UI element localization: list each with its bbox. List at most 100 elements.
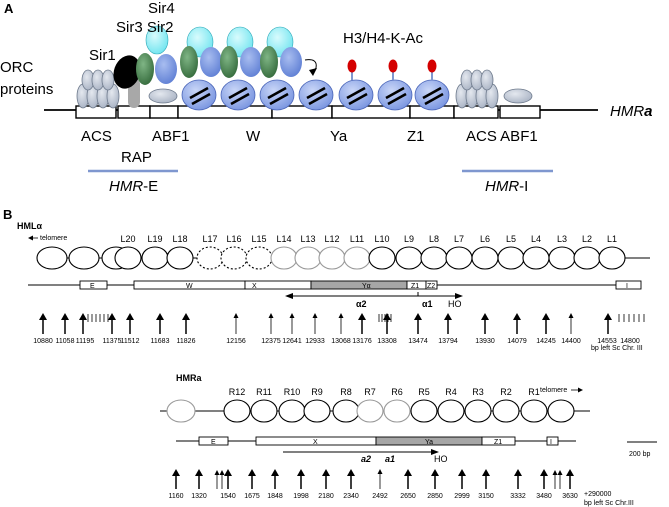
hml-seg-x: X	[252, 283, 257, 290]
hml-seg-ya: Yα	[362, 283, 371, 290]
hml-position-label: 11058	[56, 338, 75, 345]
hml-position-arrow	[268, 313, 274, 334]
hml-position-label: 12375	[261, 338, 281, 345]
hmr-position-label: 1160	[168, 493, 183, 500]
hml-nucleosome-label: L1	[607, 234, 617, 244]
hml-position-arrow	[39, 313, 47, 334]
hmr-nucleosome-label: R8	[340, 387, 352, 397]
hmr-nucleosome-r1	[520, 399, 548, 423]
abf1-protein-right	[503, 88, 533, 104]
hml-telomere-arrowhead	[28, 235, 33, 241]
hmr-nucleosome-label: R4	[445, 387, 457, 397]
hmr-nucleosome-r5	[410, 399, 438, 423]
hmr-seg-z1: Z1	[494, 439, 502, 446]
hmr-coord-note-2: bp left Sc Chr.III	[584, 500, 634, 507]
hmr-position-arrow	[552, 470, 558, 489]
hml-nucleosome-l10	[368, 246, 396, 270]
hmr-segment-boxes	[198, 436, 559, 446]
alpha1-label: α1	[422, 299, 433, 309]
hmr-position-label: 1540	[220, 493, 236, 500]
hmr-nucleosome-r11	[250, 399, 278, 423]
hmr-nucleosome	[166, 399, 196, 423]
hml-nucleosome-l15	[245, 246, 273, 270]
hmr-title: HMRa	[176, 373, 202, 383]
locus-label: HMRa	[610, 103, 653, 120]
hmr-position-arrow	[458, 469, 466, 489]
hmr-nucleosome-r12	[223, 399, 251, 423]
hml-position-arrow	[338, 313, 344, 334]
a2-label: a2	[361, 454, 371, 464]
hmr-telomere-label: telomere	[540, 387, 567, 394]
hml-nucleosome-label: L7	[454, 234, 464, 244]
hml-position-label: 13930	[475, 338, 495, 345]
hml-position-label: 10880	[33, 338, 53, 345]
hml-position-label: 11375	[103, 338, 122, 345]
panel-a-letter: A	[4, 1, 14, 16]
hml-position-label: 13474	[408, 338, 428, 345]
hmr-position-arrow	[431, 469, 439, 489]
hml-position-label: 13068	[331, 338, 351, 345]
hml-nucleosome-l18	[166, 246, 194, 270]
hmr-position-label: 1675	[244, 493, 260, 500]
segment-ya: Ya	[330, 128, 348, 145]
sir-complex-1	[136, 25, 177, 85]
hml-nucleosome	[36, 246, 68, 270]
hml-position-label: 11683	[151, 338, 170, 345]
hml-nucleosome-label: L4	[531, 234, 541, 244]
hmr-position-arrow	[557, 470, 563, 489]
hmr-position-arrow	[540, 469, 548, 489]
hml-nucleosome-label: L12	[324, 234, 339, 244]
hml-position-label: 13794	[438, 338, 458, 345]
orc-complex-left	[76, 69, 120, 109]
hmr-position-label: 2492	[372, 493, 388, 500]
hmr-position-arrow	[271, 469, 279, 489]
hml-seg-e: E	[90, 283, 95, 290]
hmr-nucleosome-label: R5	[418, 387, 430, 397]
orc-complex-right	[455, 69, 499, 109]
hmr-position-label: 1320	[191, 493, 207, 500]
hmr-position-label: 2850	[427, 493, 443, 500]
hmr-position-arrow	[347, 469, 355, 489]
hmr-position-arrow	[172, 469, 180, 489]
alpha1-arrowhead	[455, 293, 463, 299]
scale-bar-label: 200 bp	[629, 451, 651, 458]
hml-nucleosome-l14	[270, 246, 298, 270]
sir1-protein	[113, 55, 141, 89]
hmr-position-arrow	[219, 470, 225, 489]
segment-abf1-left: ABF1	[152, 128, 190, 145]
hml-nucleosome-l7	[445, 246, 473, 270]
spreading-arrowhead	[309, 68, 317, 76]
hml-nucleosome-l8	[420, 246, 448, 270]
hml-nucleosome-l17	[196, 246, 224, 270]
hml-title: HMLα	[17, 221, 42, 231]
hml-nucleosome-l6	[471, 246, 499, 270]
hml-nucleosome-l12	[318, 246, 346, 270]
hmr-nucleosome-label: R10	[284, 387, 301, 397]
hml-position-arrow	[79, 313, 87, 334]
hml-telomere-label: telomere	[40, 235, 67, 242]
hml-nucleosome-l19	[141, 246, 169, 270]
hmr-nucleosome-r9	[303, 399, 331, 423]
hml-nucleosome-label: L15	[251, 234, 266, 244]
hml-position-label: 14400	[561, 338, 581, 345]
hml-position-arrow	[108, 313, 116, 334]
abf1-protein-left	[148, 88, 178, 104]
hml-position-label: 14245	[536, 338, 556, 345]
hml-nucleosome-label: L3	[557, 234, 567, 244]
hmr-position-label: 2340	[343, 493, 359, 500]
hmr-position-arrow	[297, 469, 305, 489]
hml-position-label: 12641	[282, 338, 302, 345]
hml-position-arrow	[383, 313, 391, 334]
hml-seg-z2: Z2	[427, 283, 435, 290]
sir-complex-2	[180, 26, 222, 78]
hml-nucleosome	[68, 246, 100, 270]
hmr-position-arrow	[322, 469, 330, 489]
alpha2-label: α2	[356, 299, 367, 309]
hmr-nucleosome-label: R2	[500, 387, 512, 397]
hmr-position-label: 3480	[536, 493, 552, 500]
hmr-position-arrow	[224, 469, 232, 489]
hml-nucleosome-label: L9	[404, 234, 414, 244]
hmr-position-label: 1998	[293, 493, 309, 500]
hmr-seg-x: X	[313, 439, 318, 446]
